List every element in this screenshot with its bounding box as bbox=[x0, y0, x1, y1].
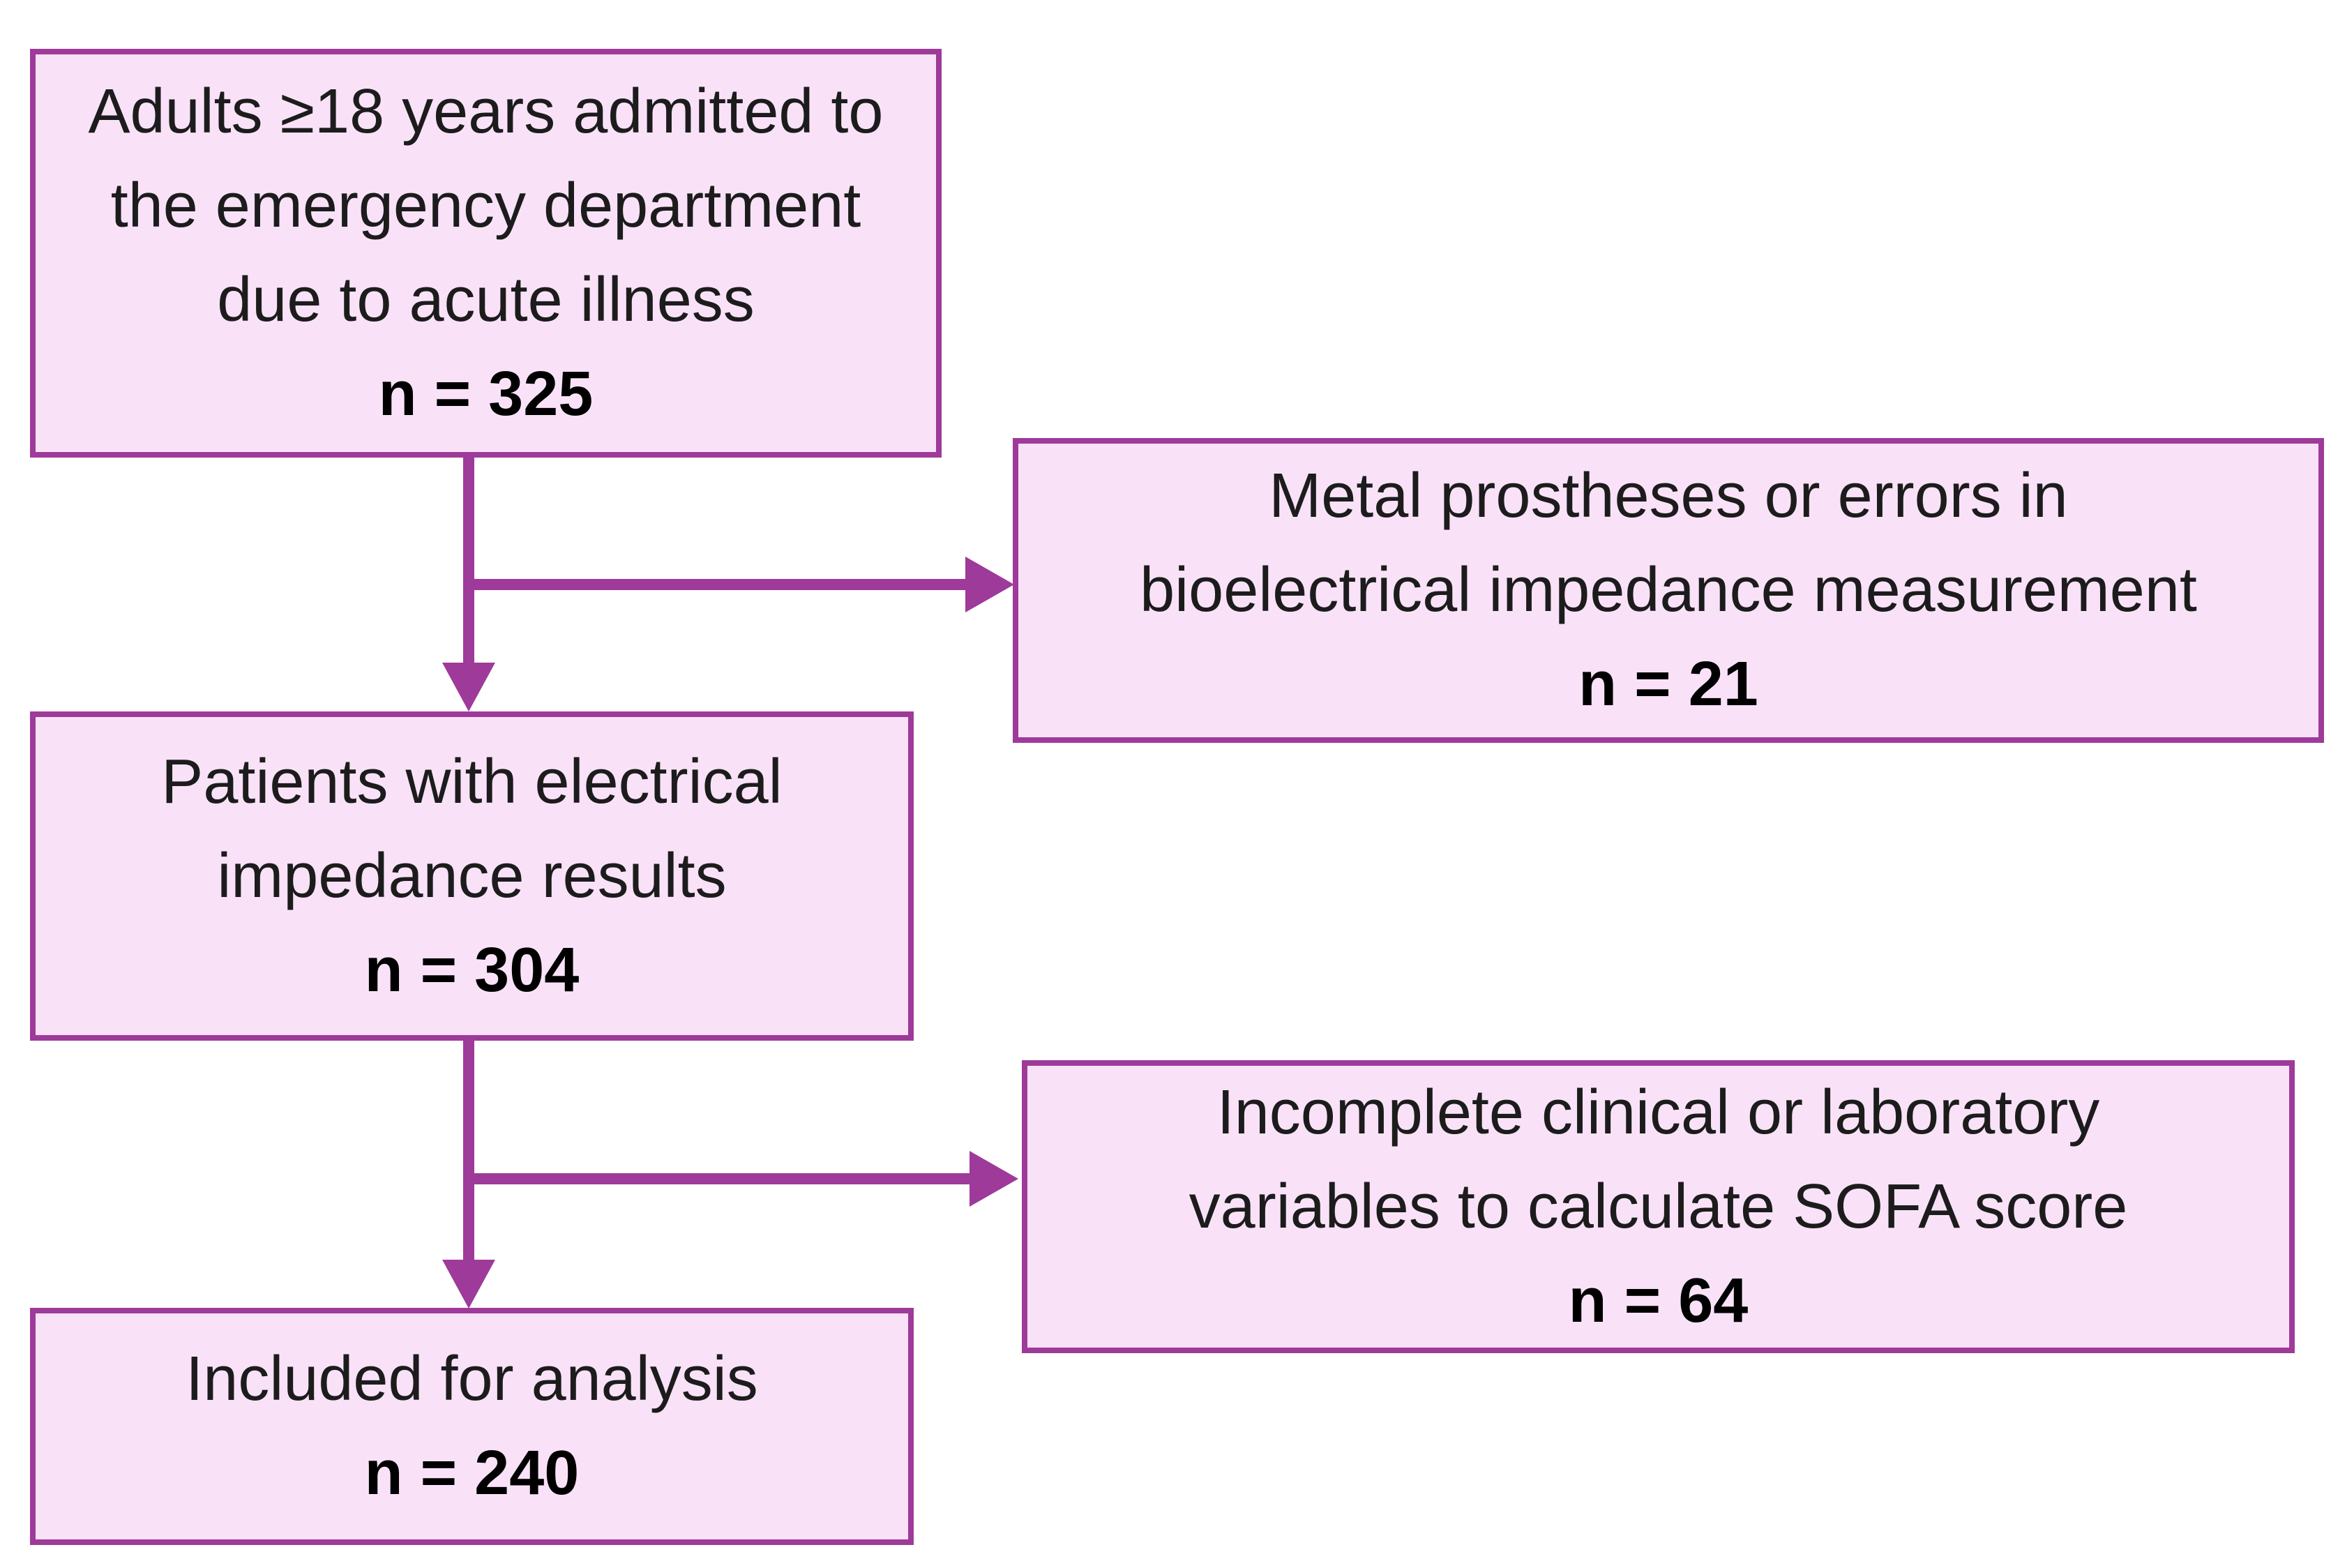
box-text-line: Patients with electrical bbox=[161, 746, 783, 817]
box-text-line: the emergency department bbox=[110, 171, 861, 241]
arrowhead-down-icon bbox=[442, 1260, 495, 1309]
box-text-line: Incomplete clinical or laboratory bbox=[1216, 1077, 2100, 1147]
arrowhead-down-icon bbox=[442, 663, 495, 711]
count-label: n = 304 bbox=[364, 935, 580, 1005]
flow-box-excluded-sofa: Incomplete clinical or laboratory variab… bbox=[1022, 1060, 2295, 1353]
arrowhead-right-icon bbox=[970, 1151, 1018, 1207]
connector-horizontal-1 bbox=[469, 579, 965, 590]
box-text-line: Included for analysis bbox=[186, 1344, 758, 1414]
box-text-line: due to acute illness bbox=[217, 265, 755, 335]
flow-box-impedance-results: Patients with electrical impedance resul… bbox=[30, 711, 914, 1041]
box-text-line: Metal prostheses or errors in bbox=[1269, 461, 2068, 531]
flow-box-excluded-bia: Metal prostheses or errors in bioelectri… bbox=[1013, 438, 2324, 743]
connector-vertical-1 bbox=[463, 458, 474, 664]
arrowhead-right-icon bbox=[965, 557, 1014, 612]
box-text-line: bioelectrical impedance measurement bbox=[1140, 555, 2197, 625]
box-text-line: Adults ≥18 years admitted to bbox=[88, 77, 884, 146]
connector-horizontal-2 bbox=[469, 1173, 970, 1184]
box-text-line: impedance results bbox=[217, 840, 727, 911]
flow-box-included: Included for analysis n = 240 bbox=[30, 1308, 914, 1545]
flow-box-eligible: Adults ≥18 years admitted to the emergen… bbox=[30, 49, 942, 458]
box-text-line: variables to calculate SOFA score bbox=[1189, 1171, 2128, 1242]
count-label: n = 240 bbox=[364, 1438, 580, 1508]
count-label: n = 64 bbox=[1568, 1265, 1749, 1336]
connector-vertical-2 bbox=[463, 1041, 474, 1261]
count-label: n = 21 bbox=[1578, 649, 1758, 719]
count-label: n = 325 bbox=[378, 359, 594, 429]
